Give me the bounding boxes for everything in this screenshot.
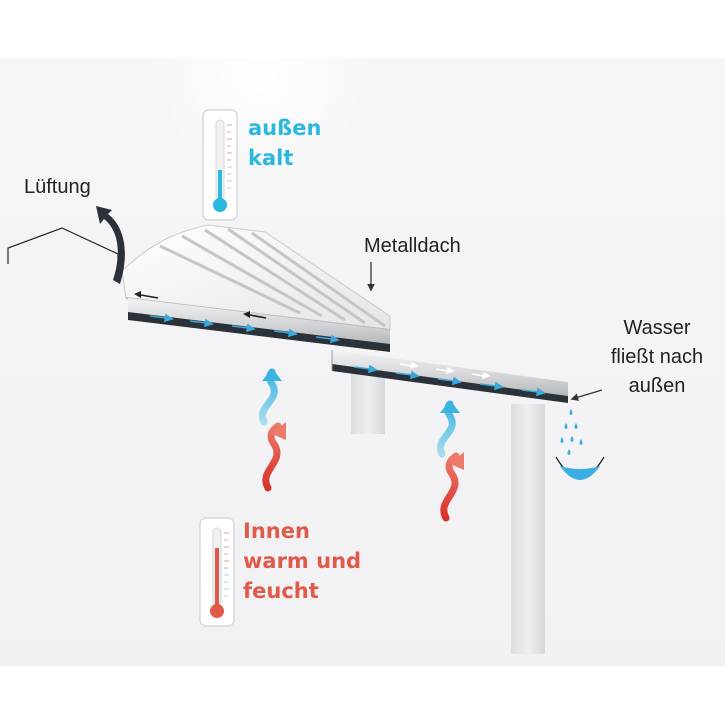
water-label-line1: Wasser — [623, 317, 691, 339]
flow-arrow-icon — [471, 371, 491, 380]
outside-label-line1: außen — [248, 116, 322, 140]
water-label: Wasser fließt nach außen — [598, 314, 716, 401]
flow-arrow-icon — [149, 313, 174, 323]
water-label-line3: außen — [628, 375, 686, 397]
thermometer-cold-icon — [202, 109, 238, 221]
outside-label: außen kalt — [248, 113, 321, 173]
metal-roof-label: Metalldach — [364, 235, 461, 257]
post-left — [351, 372, 385, 434]
inside-label: Innen warm und feucht — [243, 516, 361, 606]
flow-arrow-icon — [353, 364, 378, 374]
inside-label-line2: warm und — [243, 549, 362, 573]
heat-wave-left — [259, 368, 286, 492]
flow-arrow-icon — [437, 376, 462, 386]
flow-arrow-icon — [189, 318, 214, 328]
curved-arrow-icon — [96, 206, 125, 284]
inside-label-line3: feucht — [243, 579, 319, 603]
left-arrow-icon — [243, 311, 267, 319]
water-label-line2: fließt nach — [610, 346, 704, 368]
heat-wave-right — [437, 400, 464, 522]
flow-arrow-icon — [521, 387, 546, 397]
inside-label-line1: Innen — [243, 519, 310, 543]
membrane-lower — [332, 364, 568, 403]
post-right — [511, 404, 545, 654]
ventilation-label: Lüftung — [24, 176, 91, 198]
flow-arrows-light — [399, 361, 491, 380]
left-arrow-icon — [134, 291, 159, 299]
thermometer-warm-icon — [199, 517, 235, 627]
flow-arrow-icon — [273, 328, 298, 338]
flow-arrows — [149, 313, 546, 397]
water-drops-icon — [560, 409, 583, 455]
flow-arrow-icon — [315, 334, 340, 344]
flow-arrow-icon — [435, 366, 455, 375]
flow-arrow-icon — [231, 323, 256, 333]
flow-arrow-icon — [395, 370, 420, 380]
flow-arrow-icon — [399, 361, 419, 370]
water-pointer — [570, 389, 603, 401]
lower-beam — [331, 350, 568, 403]
flow-arrow-icon — [479, 381, 504, 391]
water-bowl-icon — [555, 456, 605, 480]
backflow-arrows — [134, 291, 267, 319]
outside-label-line2: kalt — [248, 146, 294, 170]
